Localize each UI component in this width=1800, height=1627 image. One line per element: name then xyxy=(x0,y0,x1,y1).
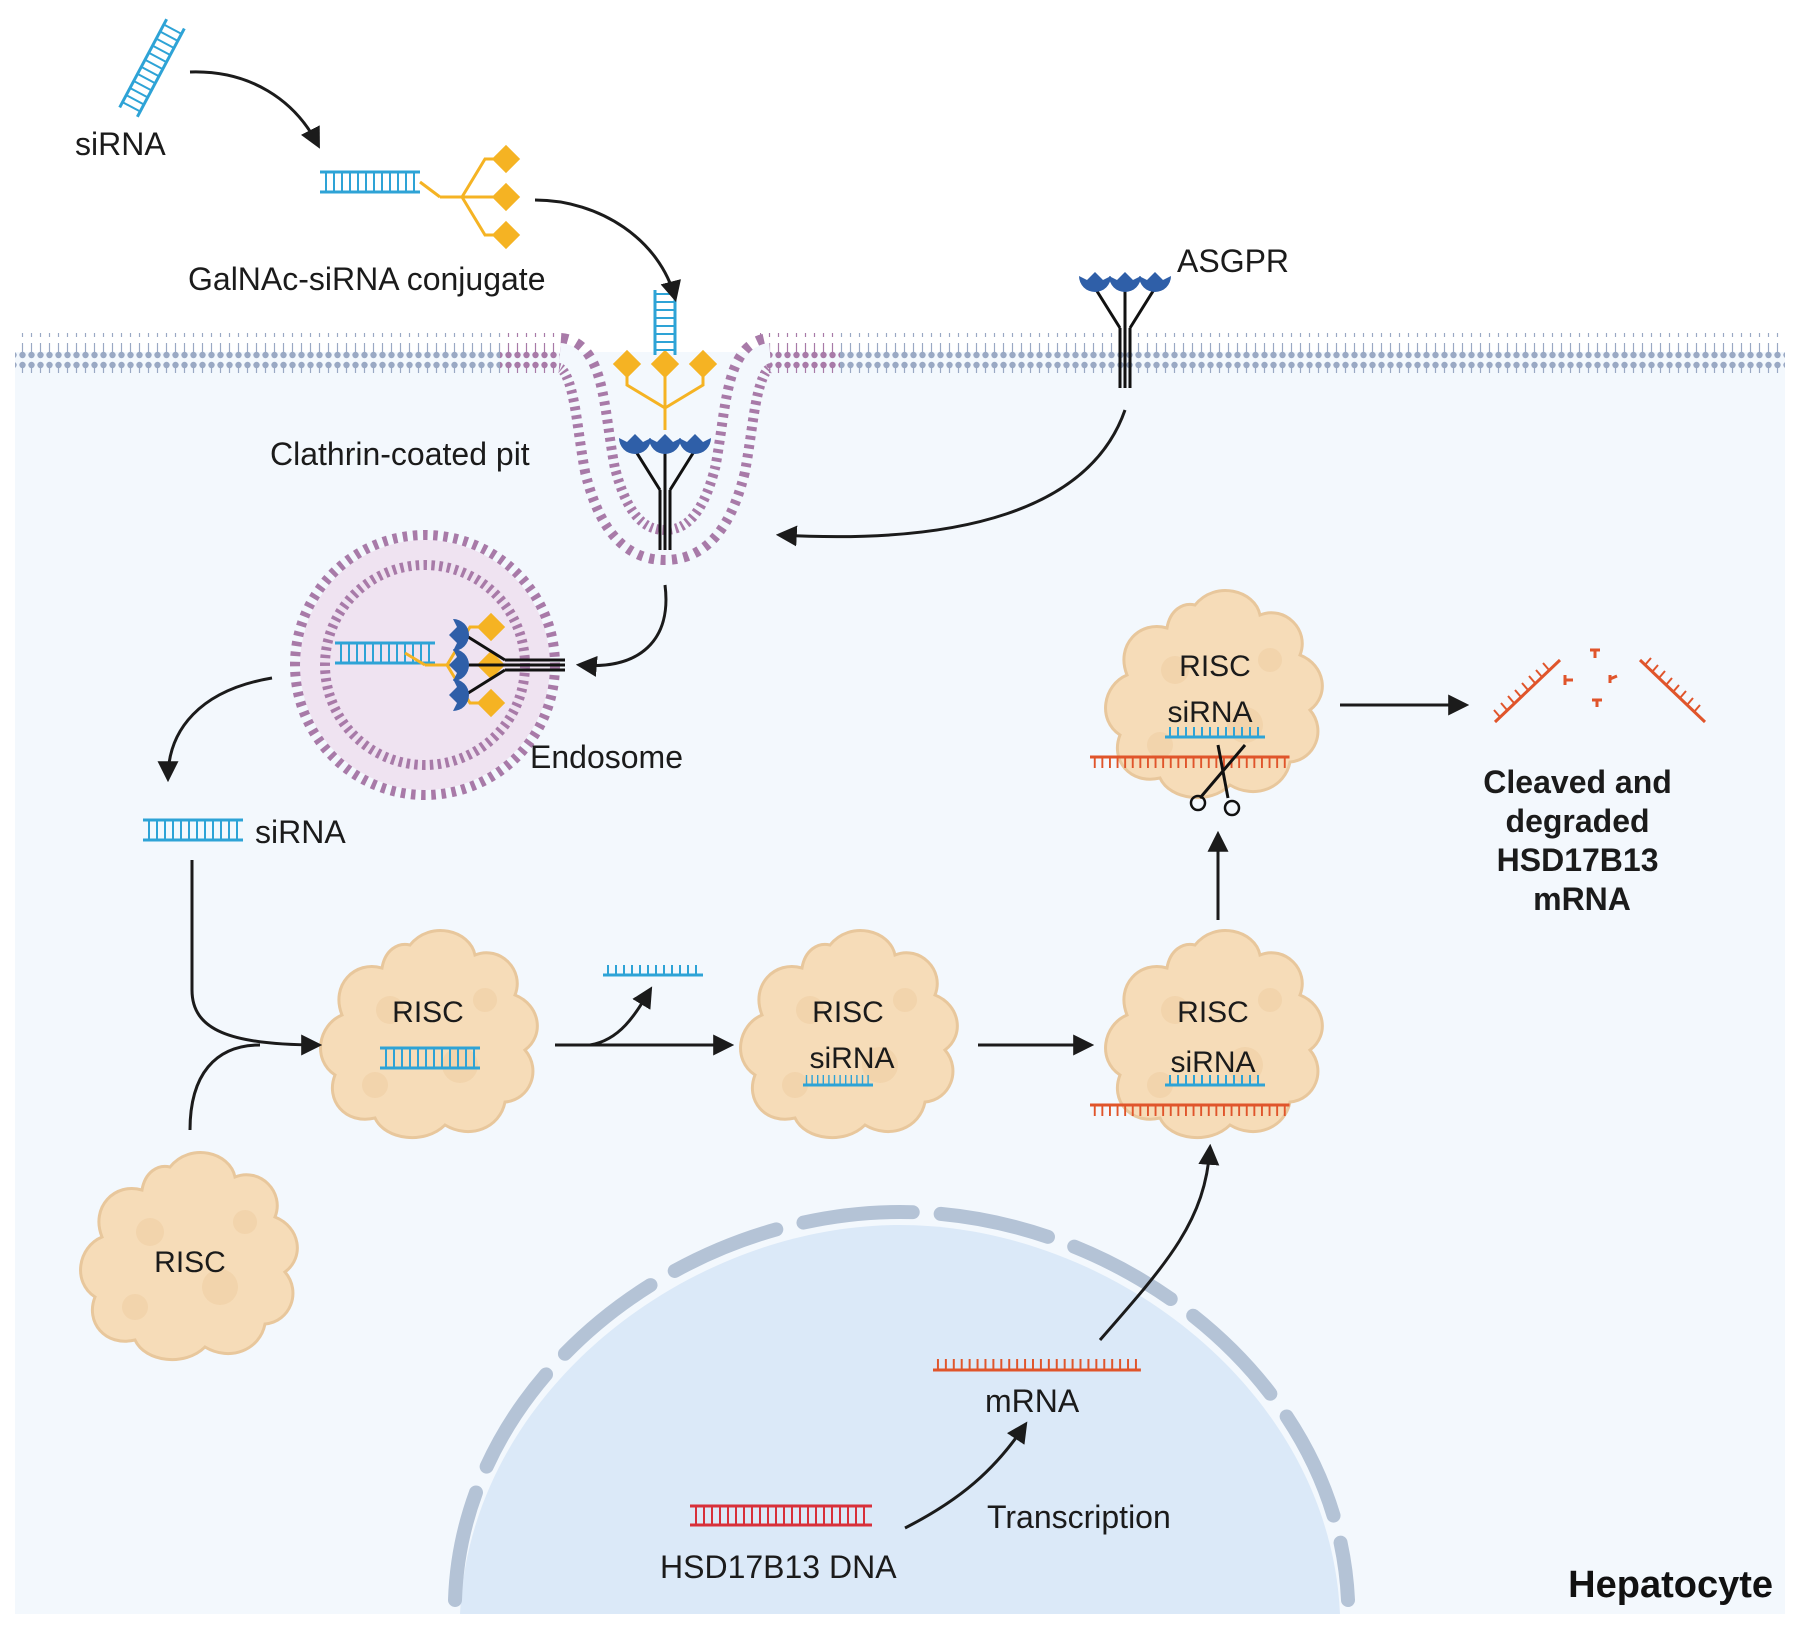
arrow-endosome-to-sirna xyxy=(157,676,273,783)
arrows xyxy=(157,70,1470,1530)
label-risc-1: RISC xyxy=(392,996,464,1029)
label-risc-2-sirna: siRNA xyxy=(809,1042,894,1075)
arrow-pit-to-endosome xyxy=(575,584,668,677)
arrow-sirna-down xyxy=(190,860,323,1056)
label-pit: Clathrin-coated pit xyxy=(270,436,530,472)
label-sirna-mid: siRNA xyxy=(255,814,346,850)
nucleus xyxy=(448,1204,1355,1614)
label-mrna: mRNA xyxy=(985,1383,1080,1419)
label-hepatocyte: Hepatocyte xyxy=(1568,1564,1773,1606)
label-dna: HSD17B13 DNA xyxy=(660,1549,897,1585)
label-sirna-top: siRNA xyxy=(75,126,166,162)
arrow-transcription xyxy=(904,1421,1028,1530)
label-risc-2: RISC xyxy=(812,996,884,1029)
plasma-membrane xyxy=(15,333,1785,373)
cleaved-mrna-fragments-icon xyxy=(1493,648,1707,724)
label-cleaved: Cleaved and degraded HSD17B13 mRNA xyxy=(1483,764,1680,917)
dna-icon xyxy=(690,1504,872,1527)
label-risc-free: RISC xyxy=(154,1246,226,1279)
endosome xyxy=(290,530,567,800)
label-transcription: Transcription xyxy=(987,1499,1171,1535)
scissors-icon xyxy=(1189,744,1247,817)
arrow-sirna-to-conjugate xyxy=(189,70,320,149)
arrow-passenger-release xyxy=(589,986,653,1047)
label-risc-3: RISC xyxy=(1177,996,1249,1029)
galnac-sirna-conjugate-icon xyxy=(318,143,522,251)
label-risc-4: RISC xyxy=(1179,650,1251,683)
arrow-risc-up xyxy=(188,1043,261,1131)
label-risc-3-sirna: siRNA xyxy=(1170,1046,1255,1079)
label-risc-4-sirna: siRNA xyxy=(1167,696,1252,729)
arrow-mrna-to-risc xyxy=(1098,1143,1220,1341)
arrow-asgpr-recycle xyxy=(775,409,1127,547)
label-endosome: Endosome xyxy=(530,739,683,775)
label-asgpr: ASGPR xyxy=(1177,243,1289,279)
arrow-conjugate-to-pit xyxy=(534,198,681,303)
label-conjugate: GalNAc-siRNA conjugate xyxy=(188,261,545,297)
sirna-top-icon xyxy=(118,17,186,119)
